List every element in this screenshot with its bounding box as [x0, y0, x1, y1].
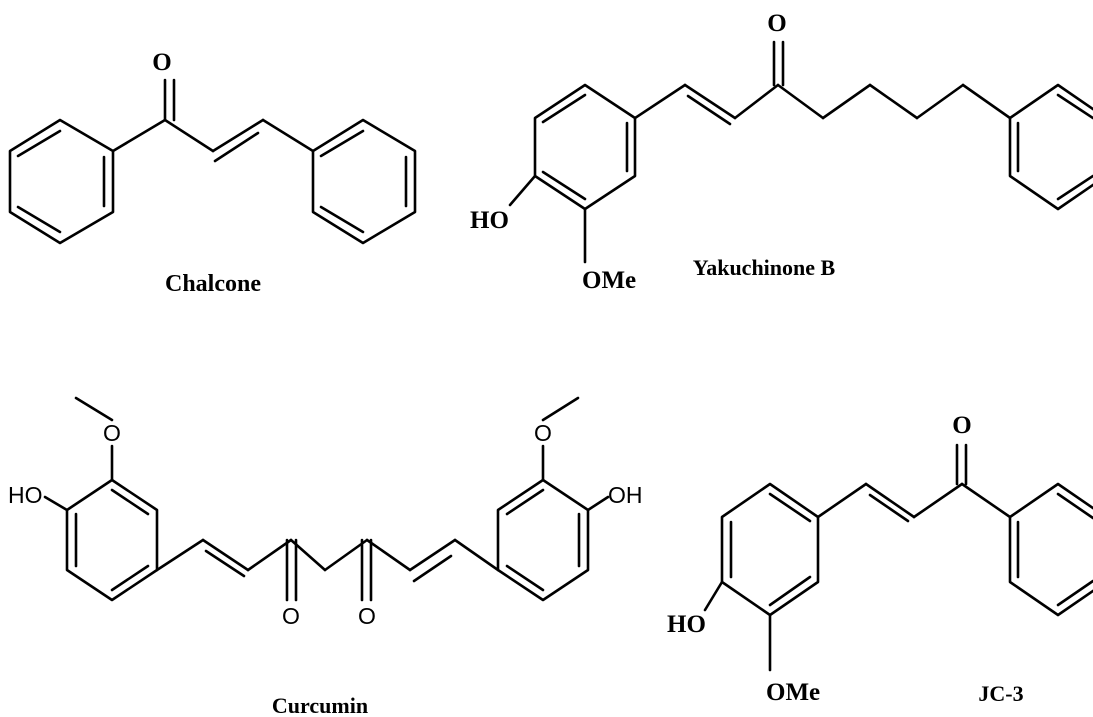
curcumin-structure: O O HO OH O O Curcumin — [8, 396, 643, 717]
yakuchinone-phenyl-ring — [1008, 83, 1093, 211]
yakuchinone-chain — [633, 40, 1012, 126]
yakuchinone-structure: O HO OMe Yakuchinone B — [470, 10, 1093, 294]
curcumin-left-methoxy-oxygen: O — [103, 420, 121, 446]
curcumin-right-hydroxy-bond — [586, 495, 610, 512]
jc3-phenyl-ring — [1008, 482, 1093, 617]
jc3-enone-chain — [816, 443, 1012, 523]
curcumin-left-hydroxy-bond — [43, 495, 69, 512]
curcumin-chain — [155, 538, 500, 602]
curcumin-left-ring — [65, 478, 159, 602]
curcumin-left-methyl-bond — [74, 396, 114, 422]
curcumin-right-hydroxy-label: OH — [608, 482, 643, 508]
curcumin-left-carbonyl-oxygen: O — [282, 603, 300, 629]
jc3-name: JC-3 — [978, 681, 1023, 706]
jc3-aryl-ring — [720, 482, 820, 617]
curcumin-right-ring — [496, 478, 590, 602]
yakuchinone-methoxy-label: OMe — [582, 267, 636, 294]
chalcone-structure: O Chalcone — [8, 49, 417, 297]
curcumin-left-hydroxy-label: HO — [8, 482, 43, 508]
chalcone-left-ring — [8, 118, 115, 245]
jc3-structure: O HO OMe JC-3 — [667, 412, 1093, 706]
yakuchinone-aryl-ring — [533, 83, 637, 211]
yakuchinone-carbonyl-oxygen: O — [767, 10, 786, 37]
chalcone-name: Chalcone — [165, 271, 261, 297]
jc3-carbonyl-oxygen: O — [952, 412, 971, 439]
chalcone-carbonyl-oxygen: O — [152, 49, 171, 76]
curcumin-right-methoxy-oxygen: O — [534, 420, 552, 446]
chalcone-enone-chain — [111, 78, 315, 163]
yakuchinone-name: Yakuchinone B — [693, 255, 836, 280]
curcumin-right-methyl-bond — [541, 396, 580, 422]
yakuchinone-hydroxy-bond — [508, 174, 537, 207]
jc3-hydroxy-bond — [703, 580, 724, 612]
jc3-methoxy-label: OMe — [766, 679, 820, 706]
chalcone-right-ring — [311, 118, 417, 245]
curcumin-name: Curcumin — [272, 693, 368, 717]
yakuchinone-hydroxy-label: HO — [470, 207, 509, 234]
jc3-hydroxy-label: HO — [667, 611, 706, 638]
curcumin-right-carbonyl-oxygen: O — [358, 603, 376, 629]
